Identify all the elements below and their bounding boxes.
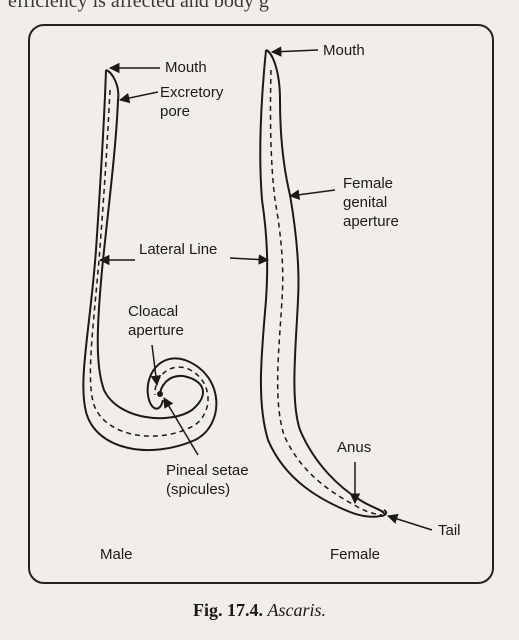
label-female-genital-aperture: Female genital aperture: [343, 175, 399, 230]
male-body-outline-right: [96, 69, 204, 420]
label-male-mouth: Mouth: [165, 59, 207, 76]
page-top-text: efficiency is affected and body g: [8, 0, 269, 12]
male-worm: [82, 69, 218, 452]
arrow-female-genital: [288, 189, 336, 200]
figure-frame: [28, 24, 494, 584]
arrow-excretory-pore: [118, 91, 159, 104]
arrow-cloacal-aperture: [150, 344, 162, 387]
label-cloacal-aperture: Cloacal aperture: [128, 303, 184, 339]
pointer-arrows: [98, 46, 433, 531]
label-pineal-setae: Pineal setae (spicules): [166, 462, 249, 498]
label-anus: Anus: [337, 439, 372, 456]
figure-caption: Fig. 17.4. Ascaris.: [0, 600, 519, 621]
caption-title: Ascaris.: [267, 600, 327, 620]
arrow-pineal-setae: [163, 397, 199, 456]
label-female: Female: [330, 546, 381, 563]
female-lateral-line: [269, 69, 383, 516]
label-lateral-line: Lateral Line: [139, 241, 218, 258]
label-female-mouth: Mouth: [323, 42, 365, 59]
caption-fig-number: Fig. 17.4.: [193, 600, 263, 620]
female-tail-tip: [379, 509, 388, 517]
female-body-outline-left: [259, 49, 381, 518]
label-male: Male: [100, 546, 133, 563]
pineal-setae-mark: [157, 391, 163, 397]
male-lateral-line: [89, 89, 209, 437]
label-tail: Tail: [438, 522, 461, 539]
label-excretory-pore: Excretory pore: [160, 84, 224, 120]
arrow-female-mouth: [270, 46, 319, 57]
male-body-outline-left: [82, 69, 218, 452]
arrow-lateral-line-female: [229, 254, 270, 265]
arrow-tail: [386, 513, 433, 531]
